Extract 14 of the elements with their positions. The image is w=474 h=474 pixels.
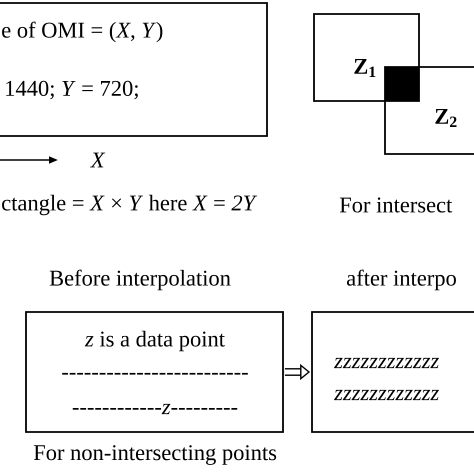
dashed-line-text: ------------z--------- (72, 404, 238, 414)
box-text: e of OMI = (X, Y) (2, 22, 162, 42)
caption: For intersect (340, 197, 452, 213)
caption: ctangle = X × Y here X = 2Y (2, 194, 258, 216)
data-row: zzzzzzzzzzzz (334, 390, 439, 400)
box-text: Before interpolation (50, 270, 231, 290)
zone-label: Z$_{1}$ (354, 59, 376, 77)
caption: For non-intersecting points (34, 445, 276, 465)
zone-label: Z$_{2}$ (435, 108, 457, 127)
box-text: after interpo (347, 270, 456, 290)
dashed-line-text: ------------------------- (62, 372, 248, 375)
box-text: z is a data point (84, 330, 225, 352)
box-text: 1440; Y = 720; (6, 80, 138, 100)
data-row: zzzzzzzzzzzz (334, 358, 439, 368)
